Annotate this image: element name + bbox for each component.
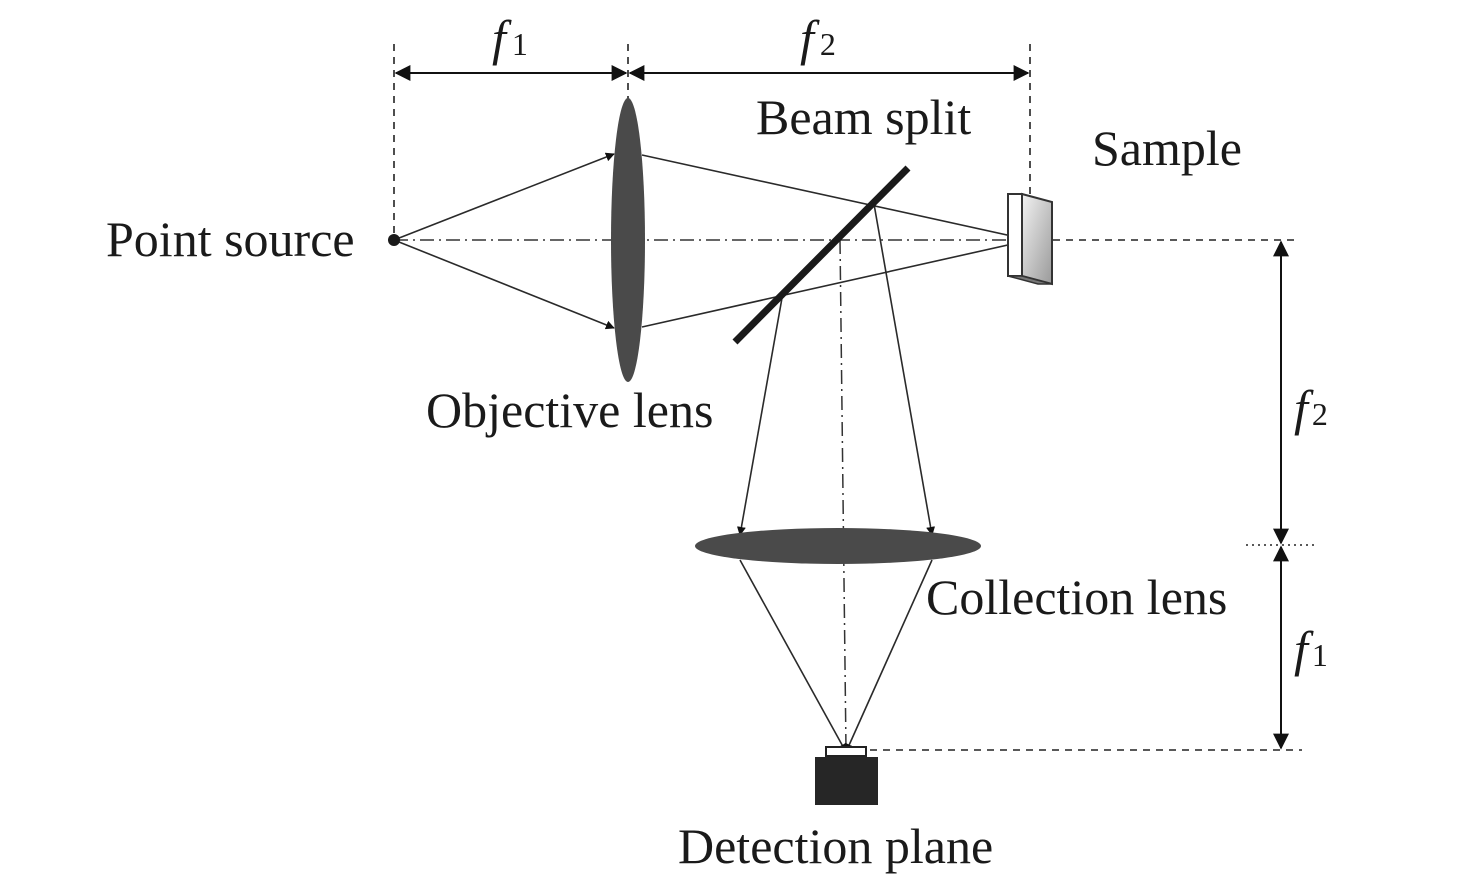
ray-source-lower	[393, 239, 615, 330]
optical-axis-vertical	[839, 239, 847, 751]
collection-lens	[695, 528, 981, 564]
ray-objective-lower	[641, 237, 1031, 328]
detector-body	[815, 757, 878, 805]
label-detection-plane: Detection plane	[678, 818, 993, 874]
beam-splitter	[732, 165, 911, 345]
ray-split-right	[873, 203, 936, 536]
ray-collection-left	[739, 559, 847, 753]
ray-source-upper	[393, 152, 615, 241]
ray-objective-upper	[641, 154, 1031, 243]
ray-collection-right	[845, 559, 933, 753]
label-objective-lens: Objective lens	[426, 382, 713, 438]
objective-lens	[611, 98, 645, 382]
label-beam-split: Beam split	[756, 89, 971, 145]
sample-block	[1007, 192, 1053, 286]
detector-window	[825, 746, 867, 757]
label-sample: Sample	[1092, 120, 1242, 176]
label-point-source: Point source	[106, 211, 355, 267]
label-collection-lens: Collection lens	[926, 569, 1227, 625]
point-source-dot	[388, 234, 400, 246]
ray-split-left	[736, 297, 783, 536]
